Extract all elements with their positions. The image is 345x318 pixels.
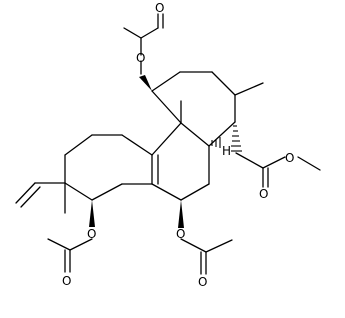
- atom-label-oxygen: O: [176, 227, 185, 241]
- ring-c: [64, 134, 153, 201]
- atom-label-oxygen: O: [285, 151, 294, 165]
- methyl-ester-group: O O: [235, 151, 321, 201]
- ring-b: [151, 122, 210, 201]
- wedge-bond: [178, 200, 184, 228]
- methyl-bond: [234, 82, 264, 96]
- acetate-group-top: O O: [123, 1, 164, 75]
- atom-label-oxygen: O: [155, 1, 164, 15]
- atom-label-oxygen: O: [87, 227, 96, 241]
- atom-label-oxygen: O: [136, 51, 145, 65]
- atom-label-oxygen: O: [198, 275, 207, 289]
- hashed-bond: [231, 125, 242, 152]
- ring-a: [151, 71, 236, 147]
- acetate-group-lower-left: O O: [47, 227, 96, 288]
- atom-label-oxygen: O: [62, 274, 71, 288]
- wedge-bond: [89, 200, 95, 227]
- atom-label-oxygen: O: [259, 187, 268, 201]
- acetate-group-lower-right: O O: [176, 227, 233, 289]
- vinyl-group: [15, 182, 66, 208]
- atom-label-hydrogen: H: [222, 144, 231, 158]
- c10-hydrogen: H: [211, 137, 231, 158]
- wedge-bond: [139, 75, 152, 91]
